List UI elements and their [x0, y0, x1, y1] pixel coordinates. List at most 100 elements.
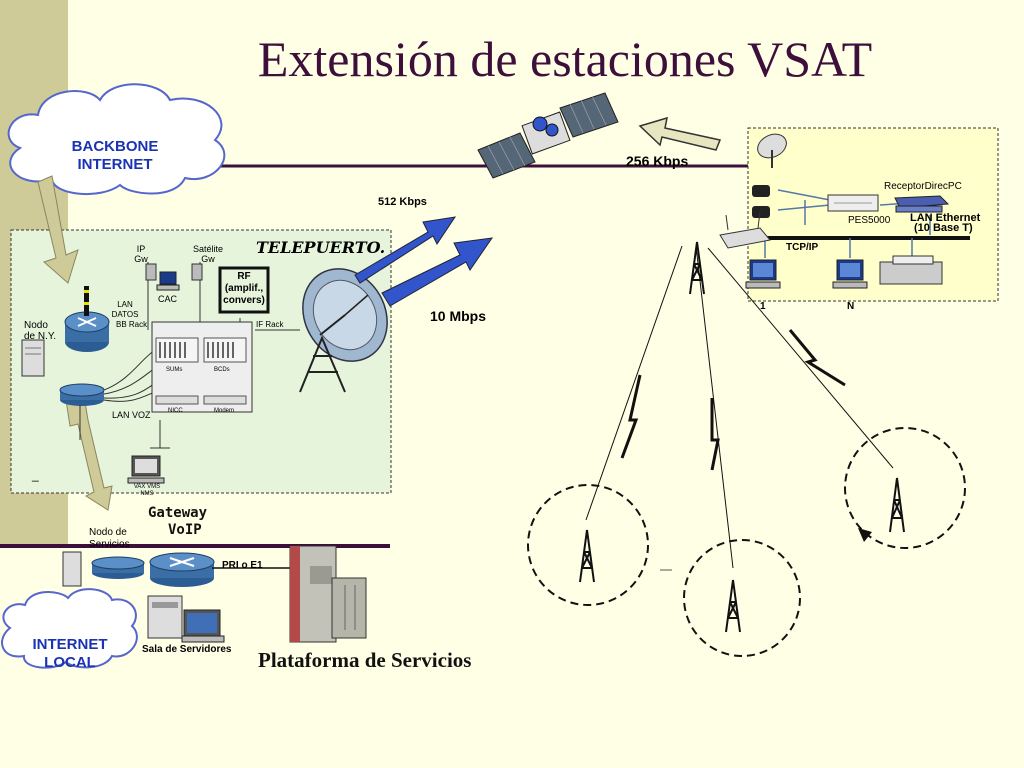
rf-l1: RF: [237, 271, 251, 282]
lan-ethernet-label: LAN Ethernet (10 Base T): [910, 212, 981, 234]
receptor-device: [894, 195, 950, 213]
cell-tower-2: [725, 579, 741, 633]
server-ny: [21, 339, 45, 377]
router-gateway-voip: [149, 552, 215, 587]
router-ny: [64, 311, 110, 352]
teleport-dash: _: [32, 468, 39, 482]
lan-datos-bar: [84, 286, 89, 316]
router-servicios-small: [91, 556, 145, 579]
lightning-bolt-2: [710, 398, 720, 471]
teleport-title: TELEPUERTO.: [256, 238, 386, 257]
sat-gw-device: [191, 263, 203, 281]
nodo-ny-l2: de N.Y.: [24, 331, 57, 342]
sat-gw-l2: Gw: [201, 254, 215, 264]
gateway-voip-label: Gateway VoIP: [148, 505, 207, 539]
backbone-line-1: BACKBONE: [71, 138, 159, 155]
local-line-2: LOCAL: [44, 654, 96, 671]
nodo-ny-l1: Nodo: [24, 320, 48, 331]
remote-lan-lines: [760, 189, 970, 262]
nodo-servicios-label: Nodo de Servicios: [89, 527, 130, 551]
ip-gw-l1: IP: [136, 244, 146, 254]
pes-label: PES5000: [848, 215, 891, 226]
vax-terminal: [127, 455, 165, 484]
vax-l2: NMS: [140, 491, 154, 497]
remote-station-box: [747, 127, 999, 302]
nicc-label: NICC: [168, 408, 183, 414]
small-arrow-head: [858, 528, 872, 542]
cac-label: CAC: [158, 294, 178, 304]
nodo-serv-l2: Servicios: [89, 539, 130, 550]
pc1-label: 1: [760, 301, 766, 312]
title-underline: [0, 544, 390, 548]
lan-voz-label: LAN VOZ: [112, 410, 151, 420]
rf-l2: (amplif.,: [224, 283, 264, 294]
remote-pc-1: [745, 259, 781, 289]
backbone-cloud-label: BACKBONE INTERNET: [50, 138, 180, 174]
remote-pc-n: [832, 259, 868, 289]
vax-l1: VAX VMS: [133, 484, 161, 490]
backbone-cloud: [7, 83, 226, 196]
bb-rack-label: BB Rack: [116, 320, 148, 329]
bb-rack: [151, 321, 253, 413]
local-internet-cloud: [1, 588, 138, 669]
lan-datos-l2: DATOS: [111, 310, 139, 319]
rf-l3: convers): [223, 295, 265, 306]
sala-servidores-label: Sala de Servidores: [142, 644, 232, 655]
cac-pc: [156, 271, 180, 291]
nodo-serv-l1: Nodo de: [89, 527, 127, 538]
rf-box: [218, 266, 270, 314]
plataforma-label: Plataforma de Servicios: [258, 648, 472, 672]
page-title: Extensión de estaciones VSAT: [257, 31, 873, 87]
tan-arrow-double: [65, 395, 113, 511]
printer-icon: [879, 255, 943, 285]
backbone-line-2: INTERNET: [77, 156, 153, 173]
server-servicios: [62, 551, 82, 587]
pcn-label: N: [847, 301, 855, 312]
lightning-bolt-1: [620, 374, 642, 459]
gateway-l1: Gateway: [148, 505, 208, 521]
lightning-bolt-3: [788, 329, 846, 387]
switch-voz: [59, 383, 105, 406]
label-10mbps: 10 Mbps: [430, 308, 487, 324]
coverage-circles: [527, 427, 966, 657]
if-rack-label: IF Rack: [256, 320, 284, 329]
tcpip-label: TCP/IP: [786, 242, 819, 253]
lan-l2: (10 Base T): [914, 222, 973, 234]
local-cloud-label: INTERNET LOCAL: [10, 636, 130, 672]
remote-dish: [757, 133, 787, 168]
bcds-label: BCDs: [214, 367, 230, 373]
lan-datos-l1: LAN: [117, 300, 133, 309]
tower-links: [585, 245, 894, 569]
sat-gw-label: Satélite Gw: [190, 244, 226, 264]
cell-tower-3: [889, 477, 905, 533]
lan-l1: LAN Ethernet: [910, 212, 981, 224]
main-tower: [689, 241, 705, 295]
arrow-256: [638, 116, 722, 151]
sat-gw-l1: Satélite: [192, 244, 224, 254]
gateway-l2: VoIP: [168, 522, 202, 538]
tan-arrow-down: [37, 175, 79, 284]
rf-label: RF (amplif., convers): [218, 271, 270, 307]
arrow-10m: [381, 237, 494, 307]
label-512kbps: 512 Kbps: [378, 196, 427, 208]
mainframe-icon: [289, 545, 367, 643]
phone-icons: [752, 185, 770, 218]
cell-tower-1: [579, 529, 595, 583]
vax-label: VAX VMS NMS: [130, 484, 164, 498]
modem-label: Modem: [214, 408, 235, 414]
lan-datos-label: LAN DATOS: [110, 300, 140, 320]
local-line-1: INTERNET: [32, 636, 108, 653]
satellite: [477, 92, 619, 179]
pes5000-device: [827, 194, 879, 212]
teleport-dish: [299, 268, 388, 393]
arrow-512: [354, 216, 457, 284]
access-point-icon: [719, 211, 771, 249]
ip-gw-device: [145, 263, 157, 281]
sums-label: SUMs: [166, 367, 183, 373]
server-room-icon: [147, 595, 225, 643]
nodo-ny-label: Nodo de N.Y.: [24, 320, 56, 342]
receptor-label: ReceptorDirecPC: [884, 181, 962, 192]
ip-gw-label: IP Gw: [132, 244, 150, 264]
ip-gw-l2: Gw: [134, 254, 148, 264]
